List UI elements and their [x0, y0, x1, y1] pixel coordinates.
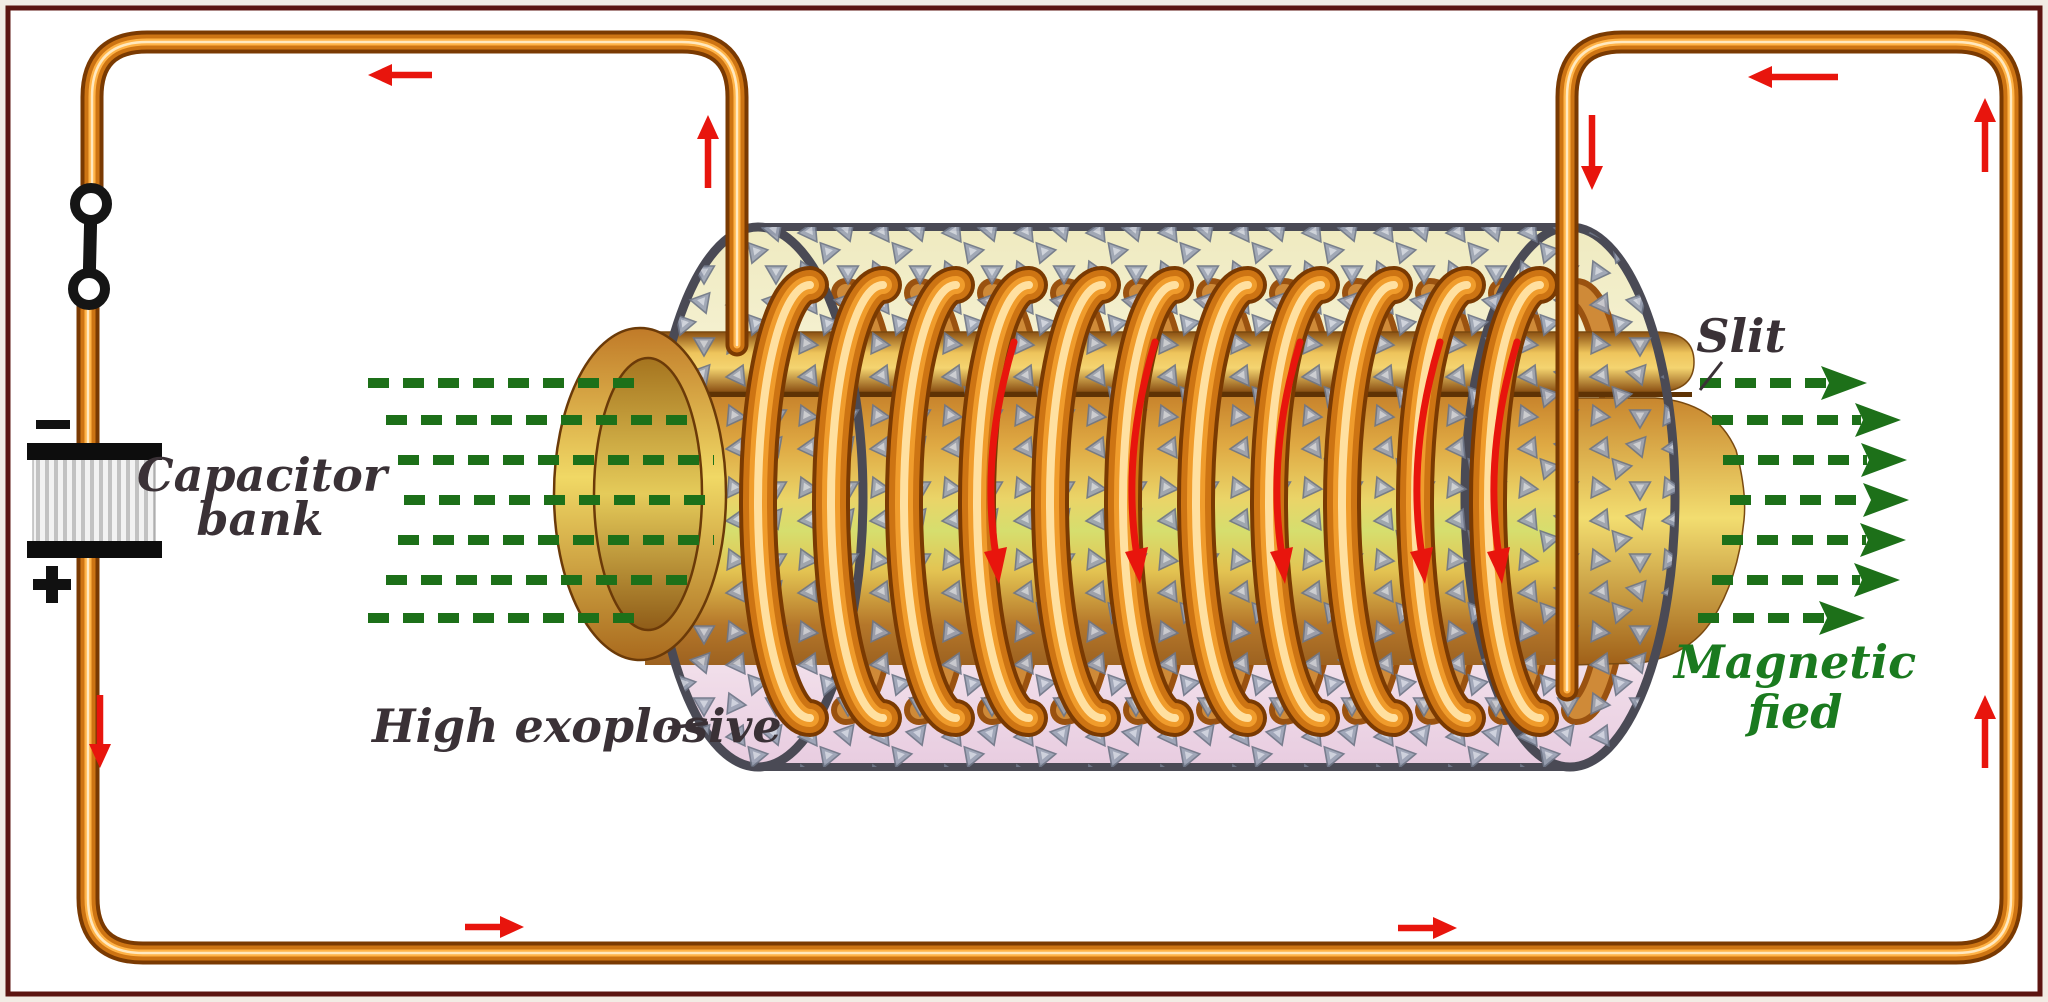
circuit-current-arrowhead [89, 744, 111, 768]
coil-turn-front [754, 281, 814, 722]
coil-current-arrowhead [984, 547, 1007, 584]
high-explosive-pointer [667, 721, 709, 730]
coil-turn-front [973, 281, 1033, 722]
coil-turn-front [1338, 281, 1398, 722]
switch [68, 183, 112, 310]
coil-current-arrow [987, 338, 1018, 560]
capacitor-bank-label-line1: Capacitor [137, 448, 391, 502]
field-arrowhead [1863, 483, 1909, 517]
plus-terminal [33, 566, 71, 603]
coil-current-arrow [1273, 338, 1304, 560]
minus-terminal [36, 420, 70, 429]
wire-left-top [90, 40, 739, 347]
armature-left-face [552, 326, 728, 662]
field-arrowhead [1854, 563, 1900, 597]
coil-turn-front [1484, 281, 1544, 722]
coil-front-turns [739, 266, 1559, 737]
circuit-current-arrowhead [368, 64, 392, 86]
magnetic-field-lines-left [368, 378, 716, 623]
magnetic-field-label-line2: fied [1745, 685, 1843, 739]
coil-current-arrowhead [1487, 547, 1510, 584]
capacitor-plate-bottom [27, 541, 162, 558]
coil-current-arrows [984, 338, 1521, 584]
armature-mouth [592, 356, 704, 632]
circuit-current-arrows [89, 64, 1996, 939]
capacitor-plate-top [27, 443, 162, 460]
coil-current-arrow [1490, 338, 1521, 560]
field-arrowhead [1860, 523, 1906, 557]
capacitor-bank-label-line2: bank [196, 492, 323, 546]
coil-current-arrowhead [1410, 547, 1433, 584]
coil-turn-front [1046, 281, 1106, 722]
circuit-current-arrowhead [1433, 917, 1457, 939]
coil-turn-front [1119, 281, 1179, 722]
switch-contact-bottom [68, 268, 110, 310]
coil-current-arrow [1413, 338, 1444, 560]
circuit-current-arrowhead [1581, 166, 1603, 190]
coil-turn-front [1192, 281, 1252, 722]
field-arrowhead [1855, 403, 1901, 437]
magnetic-field-lines-right [1698, 366, 1909, 635]
coil-current-arrowhead [1270, 547, 1293, 584]
coil-current-arrowhead [1125, 547, 1148, 584]
coil-current-arrow [1128, 338, 1159, 560]
coil-turn-front [900, 281, 960, 722]
field-arrowhead [1861, 443, 1907, 477]
field-arrowhead [1819, 601, 1865, 635]
coil-turn-front [827, 281, 887, 722]
circuit-current-arrowhead [697, 115, 719, 139]
magnetic-field-label-line1: Magnetic [1672, 635, 1916, 689]
switch-contact-top [70, 183, 112, 225]
circuit-current-arrowhead [1748, 66, 1772, 88]
circuit-wires [76, 30, 2023, 965]
circuit-current-arrowhead [500, 916, 524, 938]
circuit-current-arrowhead [1974, 695, 1996, 719]
coil-turn-front [1265, 281, 1325, 722]
wire-main-loop [86, 40, 2013, 955]
field-arrowhead [1821, 366, 1867, 400]
high-explosive-label: High exoplosive [370, 699, 782, 753]
slit-pointer [1698, 361, 1724, 391]
capacitor-bank [27, 420, 162, 603]
circuit-current-arrowhead [1974, 98, 1996, 122]
labels: Capacitor bank High exoplosive Slit Magn… [137, 309, 1916, 753]
slit-label: Slit [1696, 309, 1785, 363]
